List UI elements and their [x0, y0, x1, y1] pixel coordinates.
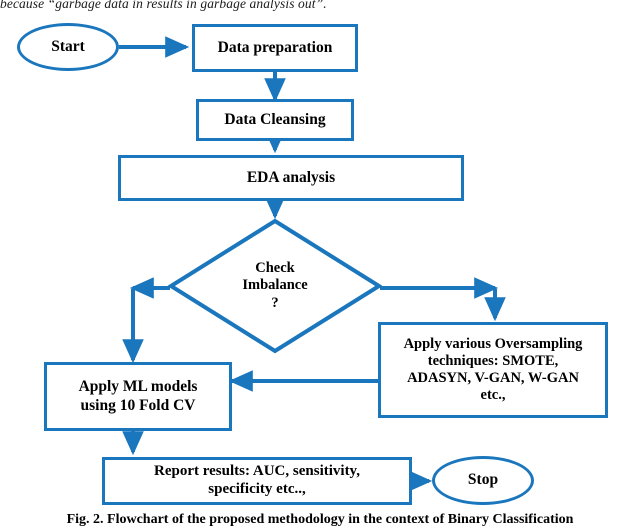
node-stop-label: Stop: [467, 471, 499, 489]
node-check-imbalance-label-line3: ?: [271, 294, 279, 311]
node-oversampling[interactable]: Apply various Oversampling techniques: S…: [378, 322, 608, 418]
node-oversampling-label-line3: ADASYN, V-GAN, W-GAN: [407, 370, 579, 386]
node-data-cleansing-label: Data Cleansing: [224, 110, 326, 128]
node-data-cleansing[interactable]: Data Cleansing: [196, 99, 354, 141]
node-start[interactable]: Start: [17, 23, 119, 71]
node-eda-analysis-label: EDA analysis: [246, 168, 336, 186]
node-data-preparation[interactable]: Data preparation: [192, 24, 358, 72]
node-ml-models-label-line1: Apply ML models: [78, 378, 198, 396]
node-data-preparation-label: Data preparation: [217, 38, 333, 56]
decision-diamond-shape: [168, 218, 382, 354]
node-start-label: Start: [51, 37, 85, 55]
figure-caption: Fig. 2. Flowchart of the proposed method…: [66, 512, 574, 527]
node-check-imbalance-label-line2: Imbalance: [242, 277, 308, 294]
node-oversampling-label-line4: etc.,: [480, 387, 506, 404]
node-oversampling-label-line1: Apply various Oversampling: [403, 335, 583, 352]
node-check-imbalance-label-line1: Check: [255, 259, 295, 276]
node-ml-models[interactable]: Apply ML models using 10 Fold CV: [44, 362, 232, 431]
node-report-results-label-line2: specificity etc..,: [208, 481, 306, 497]
node-check-imbalance[interactable]: Check Imbalance ?: [168, 218, 382, 354]
node-report-results[interactable]: Report results: AUC, sensitivity, specif…: [102, 457, 412, 505]
node-stop[interactable]: Stop: [432, 456, 534, 505]
node-eda-analysis[interactable]: EDA analysis: [118, 155, 464, 201]
page-body-text-fragment: because “garbage data in results in garb…: [0, 0, 327, 11]
node-ml-models-label-line2: using 10 Fold CV: [80, 396, 196, 414]
node-report-results-label-line1: Report results: AUC, sensitivity,: [154, 463, 360, 480]
node-oversampling-label-line2: techniques: SMOTE,: [427, 352, 559, 369]
